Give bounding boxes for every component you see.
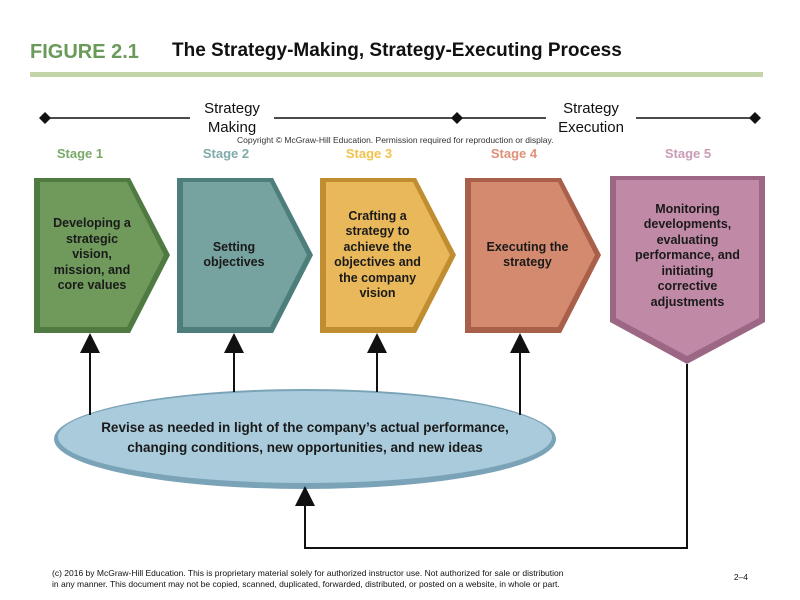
- stage-2-label: Stage 2: [202, 146, 250, 161]
- phase-label-strategy-execution: Strategy Execution: [546, 99, 636, 137]
- stage-2-shape: [177, 178, 313, 333]
- feedback-text: Revise as needed in light of the company…: [101, 420, 509, 455]
- stage-1-text: Developing a strategic vision, mission, …: [53, 216, 131, 293]
- feedback-oval: [54, 389, 556, 489]
- footer-disclaimer: (c) 2016 by McGraw-Hill Education. This …: [52, 568, 672, 590]
- stage-1-shape: [34, 178, 170, 333]
- timeline-diamond-start: [39, 112, 51, 124]
- phase-label-line: Strategy: [563, 100, 619, 117]
- footer-line: (c) 2016 by McGraw-Hill Education. This …: [52, 568, 564, 578]
- timeline-diamond-end: [749, 112, 761, 124]
- stage-3-text: Crafting a strategy to achieve the objec…: [334, 208, 421, 301]
- stage-3-label: Stage 3: [345, 146, 393, 161]
- title-divider: [30, 72, 763, 77]
- phase-label-line: Strategy: [204, 100, 260, 117]
- footer-line: in any manner. This document may not be …: [52, 579, 560, 589]
- stage-3-shape: [320, 178, 456, 333]
- stage-1-label: Stage 1: [56, 146, 104, 161]
- timeline-diamond-mid: [451, 112, 463, 124]
- phase-label-line: Making: [207, 119, 257, 136]
- stage-4-text: Executing the strategy: [486, 239, 569, 270]
- stage-5-label: Stage 5: [664, 146, 712, 161]
- figure-title: The Strategy-Making, Strategy-Executing …: [172, 40, 622, 61]
- stage-2-text: Setting objectives: [203, 239, 265, 270]
- figure-number: FIGURE 2.1: [30, 41, 139, 63]
- feedback-loop-arrow: [295, 364, 688, 549]
- stage-4-label: Stage 4: [490, 146, 538, 161]
- phase-label-strategy-making: Strategy Making: [190, 99, 274, 137]
- stage-5-text: Monitoring developments, evaluating perf…: [635, 201, 740, 309]
- phase-label-line: Execution: [558, 119, 624, 136]
- copyright-notice: Copyright © McGraw-Hill Education. Permi…: [237, 135, 554, 145]
- page-number: 2–4: [733, 572, 748, 582]
- stage-4-shape: [465, 178, 601, 333]
- stage-5-shape: [610, 176, 765, 364]
